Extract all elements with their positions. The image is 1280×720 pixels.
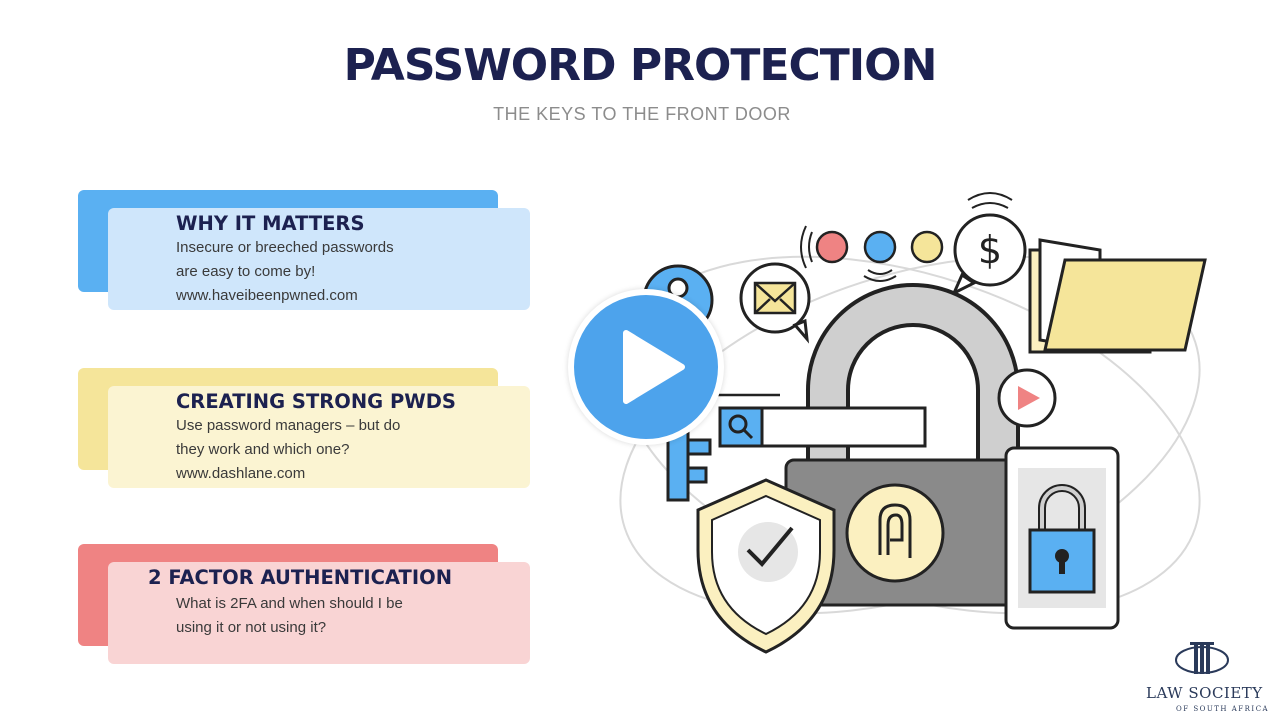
card-link[interactable]: www.dashlane.com xyxy=(176,465,306,482)
fingerprint-icon xyxy=(878,503,912,558)
card-heading: WHY IT MATTERS xyxy=(176,212,365,235)
card-2-factor-authentication: 2 FACTOR AUTHENTICATION What is 2FA and … xyxy=(78,544,530,664)
card-heading: CREATING STRONG PWDS xyxy=(176,390,456,413)
card-line: What is 2FA and when should I be xyxy=(176,595,403,612)
play-icon xyxy=(623,330,685,404)
card-front xyxy=(108,386,530,488)
card-front xyxy=(108,562,530,664)
logo-subtitle: OF SOUTH AFRICA xyxy=(1176,705,1270,713)
card-why-it-matters: WHY IT MATTERS Insecure or breeched pass… xyxy=(78,190,530,310)
card-line: they work and which one? xyxy=(176,441,350,458)
card-front xyxy=(108,208,530,310)
shield-check-icon xyxy=(696,478,836,654)
card-line: are easy to come by! xyxy=(176,263,316,280)
folder-icon xyxy=(1028,238,1207,354)
law-society-logo xyxy=(1175,642,1229,674)
card-line: Insecure or breeched passwords xyxy=(176,239,394,256)
page-subtitle: THE KEYS TO THE FRONT DOOR xyxy=(493,104,791,124)
search-bar-icon xyxy=(708,393,927,448)
envelope-icon xyxy=(739,262,811,344)
play-bubble-icon xyxy=(997,368,1057,428)
card-line: Use password managers – but do xyxy=(176,417,401,434)
dollar-bubble-icon: $ xyxy=(950,192,1027,297)
card-line: using it or not using it? xyxy=(176,619,327,636)
card-link[interactable]: www.haveibeenpwned.com xyxy=(176,287,358,304)
page-title: PASSWORD PROTECTION xyxy=(343,40,938,91)
card-heading: 2 FACTOR AUTHENTICATION xyxy=(148,566,453,589)
dollar-symbol: $ xyxy=(978,228,1002,272)
phone-lock-icon xyxy=(1004,446,1120,630)
card-creating-strong-pwds: CREATING STRONG PWDS Use password manage… xyxy=(78,368,530,488)
status-dots-icon xyxy=(815,230,944,264)
video-play-button[interactable] xyxy=(568,289,724,445)
logo-name: LAW SOCIETY xyxy=(1146,684,1263,702)
security-illustration: $ xyxy=(619,192,1207,654)
